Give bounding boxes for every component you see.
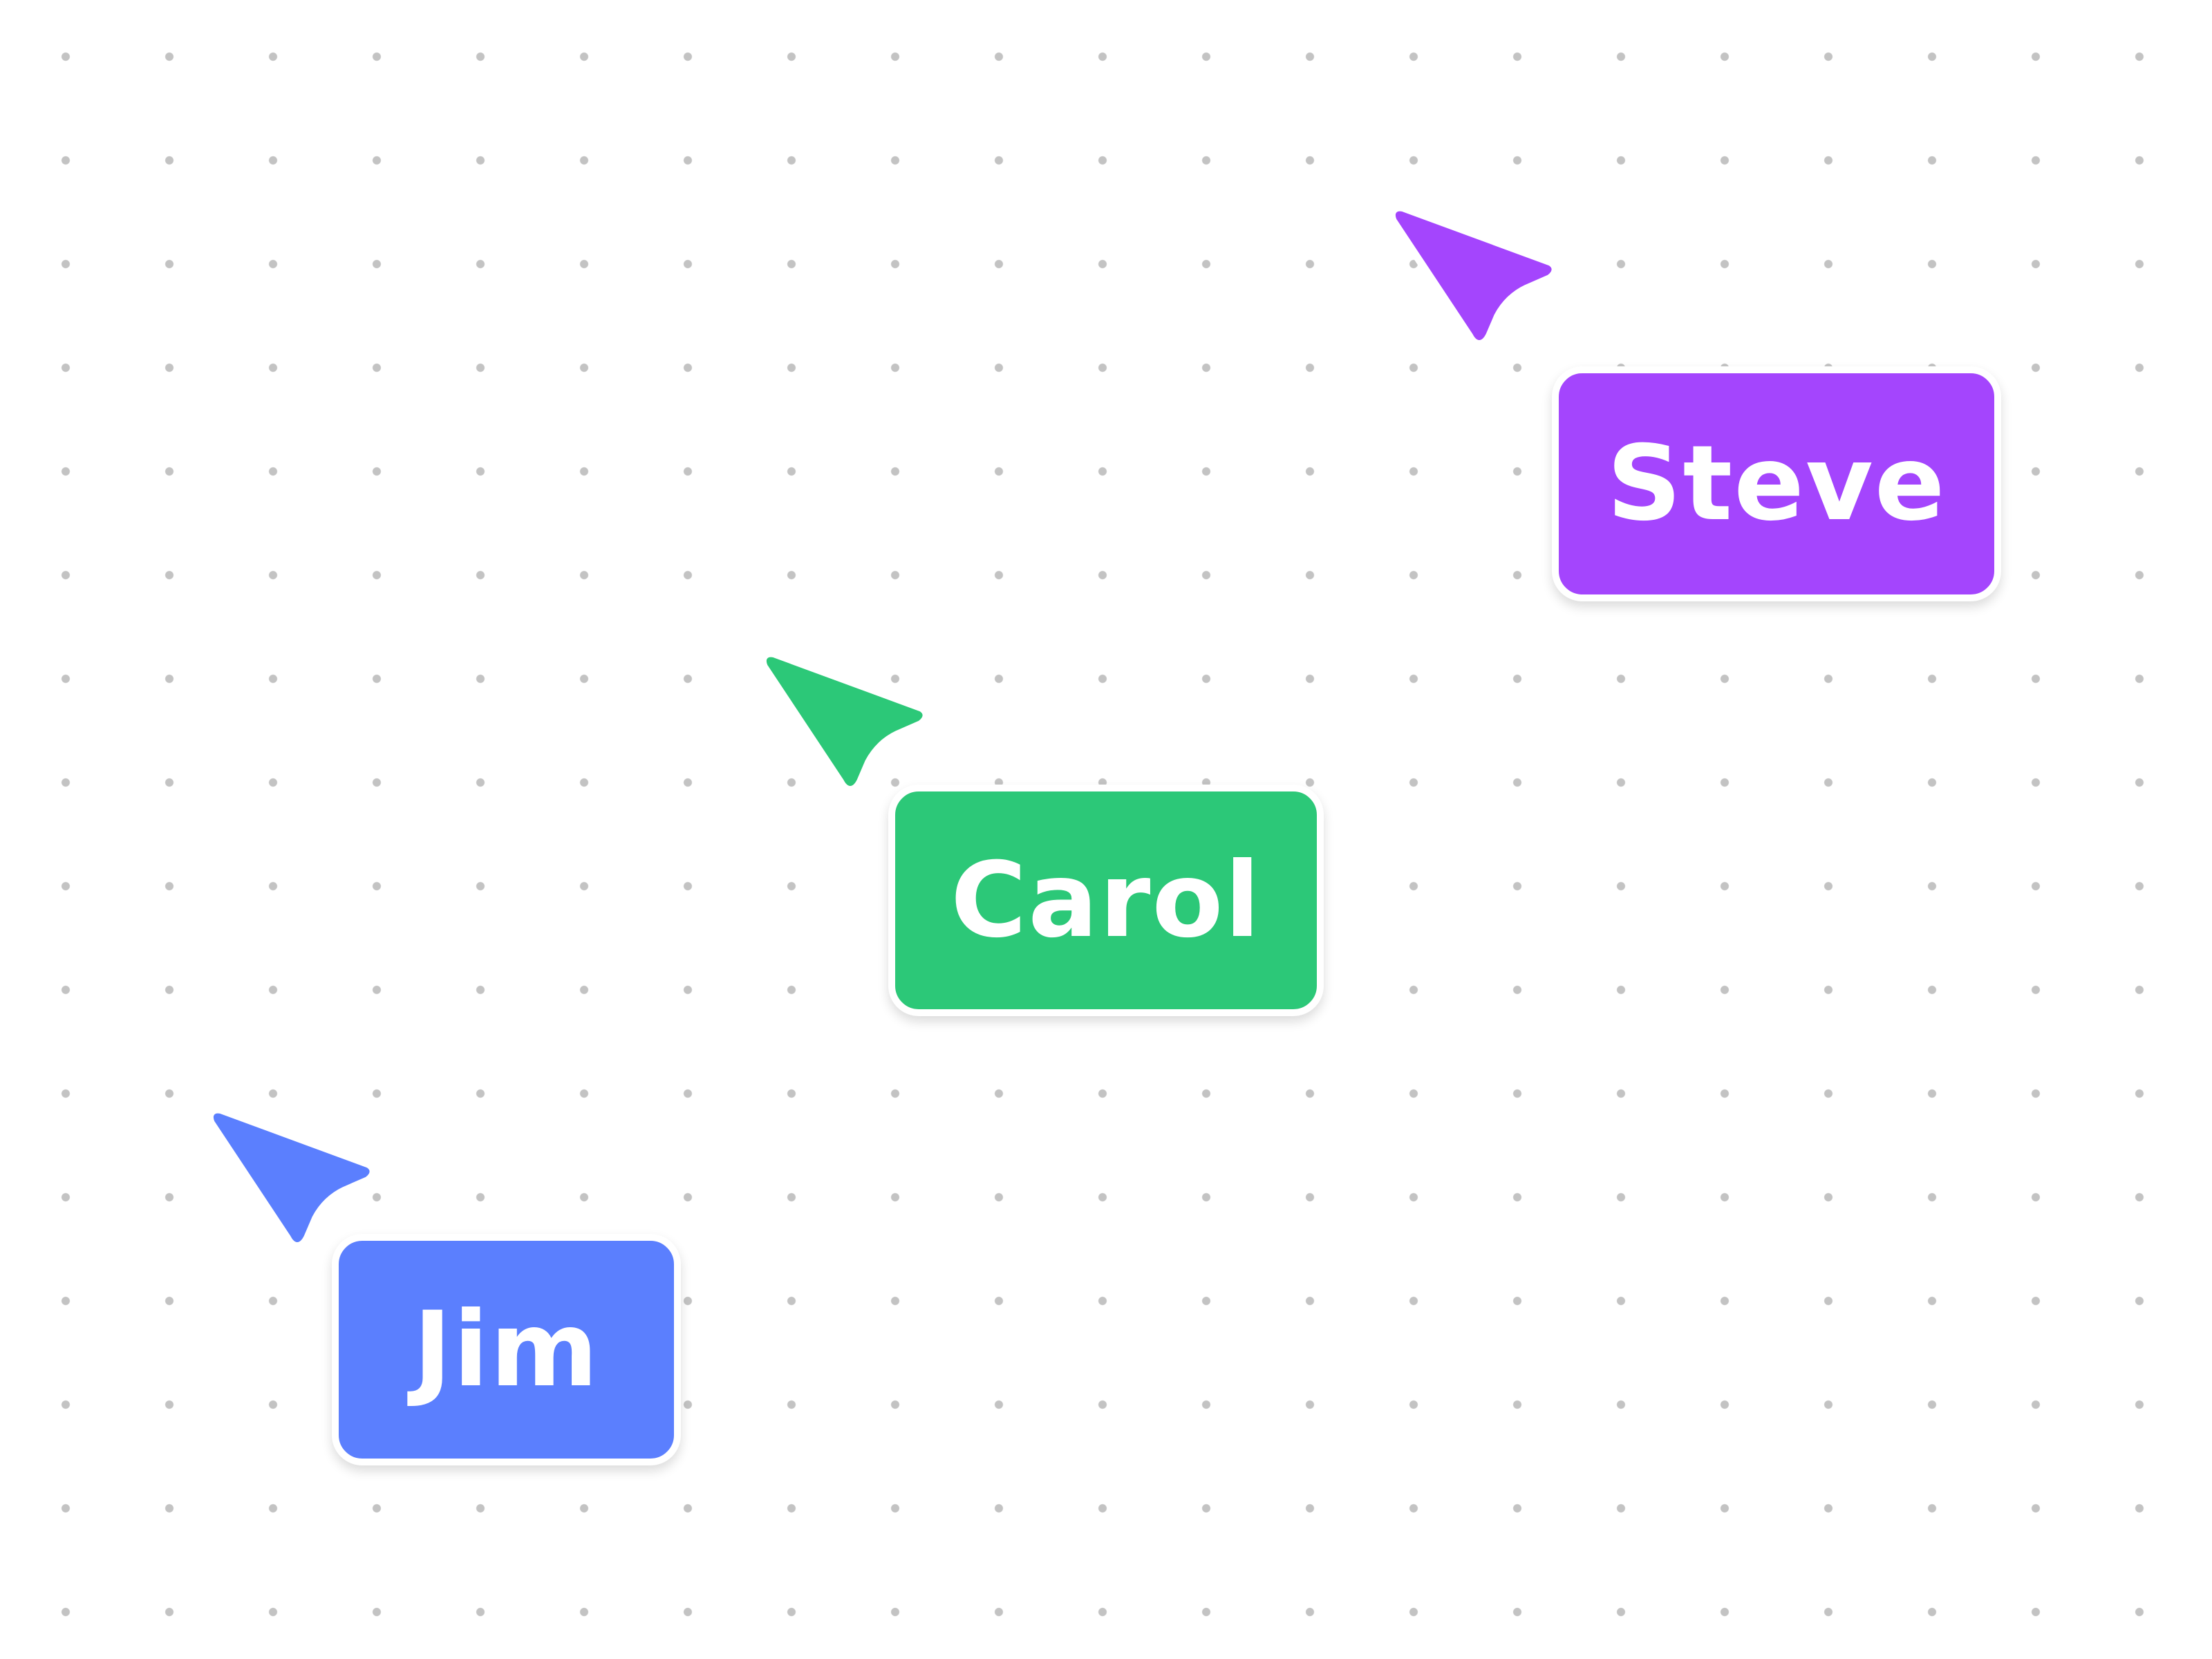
pointer-arrow-shape xyxy=(758,649,930,794)
user-name-label: Jim xyxy=(413,1289,600,1410)
user-name-tag: Steve xyxy=(1552,366,2001,601)
user-name-label: Carol xyxy=(950,840,1262,961)
user-name-label: Steve xyxy=(1606,424,1947,544)
pointer-arrow-icon xyxy=(1382,200,1562,380)
collaborator-cursor-steve: Steve xyxy=(1382,200,2032,615)
pointer-arrow-shape xyxy=(205,1105,377,1250)
user-name-tag: Jim xyxy=(332,1234,681,1465)
user-name-tag: Carol xyxy=(888,785,1324,1016)
collaborator-cursor-carol: Carol xyxy=(753,646,1403,1033)
pointer-arrow-icon xyxy=(753,646,933,826)
pointer-arrow-shape xyxy=(1387,203,1559,348)
collaborator-cursor-jim: Jim xyxy=(200,1103,684,1476)
pointer-arrow-icon xyxy=(200,1103,380,1282)
